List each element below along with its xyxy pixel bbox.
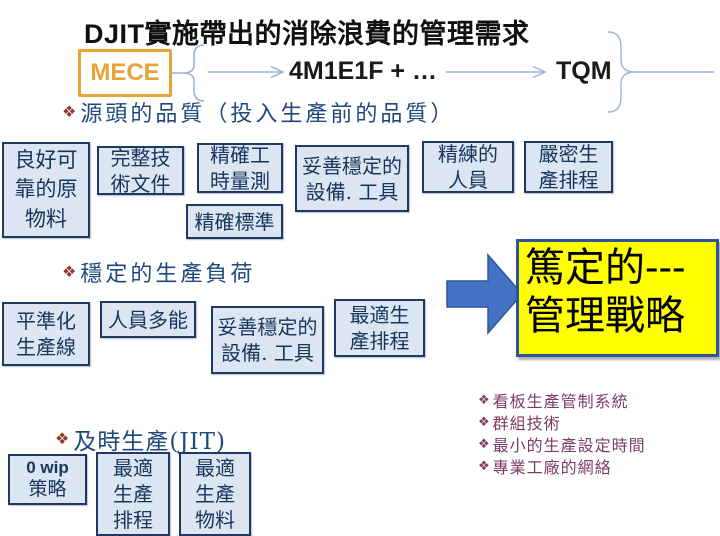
diamond-bullet-icon: ❖ (478, 436, 490, 452)
note-text: 最小的生產設定時間 (492, 436, 646, 455)
note-text: 群組技術 (492, 414, 561, 433)
diamond-bullet-icon: ❖ (478, 414, 490, 430)
box-complete-tech-docs: 完整技 術文件 (97, 146, 184, 196)
wip-sublabel: 策略 (28, 478, 67, 501)
note-item: ❖ 專業工廠的網絡 (478, 455, 646, 477)
result-box: 篤定的--- 管理戰略 (516, 239, 719, 357)
diamond-bullet-icon: ❖ (62, 102, 77, 121)
flow-right-label: TQM (556, 57, 612, 85)
diamond-bullet-icon: ❖ (478, 458, 490, 474)
big-right-arrow-icon (446, 252, 523, 336)
diamond-bullet-icon: ❖ (55, 429, 70, 448)
box-stable-equipment-1: 妥善穩定的 設備. 工具 (295, 145, 409, 212)
slide-title: DJIT實施帶出的消除浪費的管理需求 (84, 19, 530, 49)
note-text: 專業工廠的網絡 (492, 458, 612, 477)
note-item: ❖ 最小的生產設定時間 (478, 433, 646, 455)
box-optimal-material: 最適 生產 物料 (179, 452, 251, 536)
box-zero-wip: 0 wip 策略 (8, 454, 87, 505)
mece-box: MECE (78, 49, 172, 97)
diamond-bullet-icon: ❖ (62, 262, 77, 281)
box-multi-skill-staff: 人員多能 (100, 301, 196, 338)
box-accurate-standard: 精確標準 (186, 204, 283, 239)
wip-label: 0 wip (26, 458, 69, 477)
section-heading-load: ❖ 穩定的生產負荷 (62, 256, 255, 288)
box-strict-schedule: 嚴密生 產排程 (524, 141, 613, 193)
flow-center-label: 4M1E1F + … (289, 57, 437, 85)
note-text: 看板生產管制系統 (492, 392, 629, 411)
box-leveled-line: 平準化 生產線 (2, 302, 90, 366)
section-heading-jit: ❖ 及時生產(JIT) (55, 422, 226, 456)
diamond-bullet-icon: ❖ (478, 392, 490, 408)
notes-list: ❖ 看板生產管制系統 ❖ 群組技術 ❖ 最小的生產設定時間 ❖ 專業工廠的網絡 (478, 389, 646, 477)
box-optimal-schedule-jit: 最適 生產 排程 (96, 452, 170, 536)
section-heading-quality: ❖ 源頭的品質（投入生產前的品質） (62, 96, 455, 128)
mece-label: MECE (90, 59, 160, 86)
note-item: ❖ 看板生產管制系統 (478, 389, 646, 411)
note-item: ❖ 群組技術 (478, 411, 646, 433)
arrow-right-icon (446, 65, 547, 79)
left-brace-icon (170, 44, 205, 102)
box-reliable-raw-material: 良好可 靠的原 物料 (2, 142, 90, 238)
box-skilled-staff: 精練的 人員 (422, 141, 514, 193)
box-optimal-schedule-mid: 最適生 產排程 (334, 299, 425, 357)
arrow-right-icon (208, 65, 285, 79)
box-accurate-time-measure: 精確工 時量測 (197, 143, 283, 193)
heading-text: 穩定的生產負荷 (80, 262, 256, 287)
box-stable-equipment-2: 妥善穩定的 設備. 工具 (211, 306, 324, 374)
right-brace-icon (607, 31, 714, 113)
heading-text: 及時生產(JIT) (73, 429, 226, 455)
heading-text: 源頭的品質（投入生產前的品質） (80, 102, 456, 127)
